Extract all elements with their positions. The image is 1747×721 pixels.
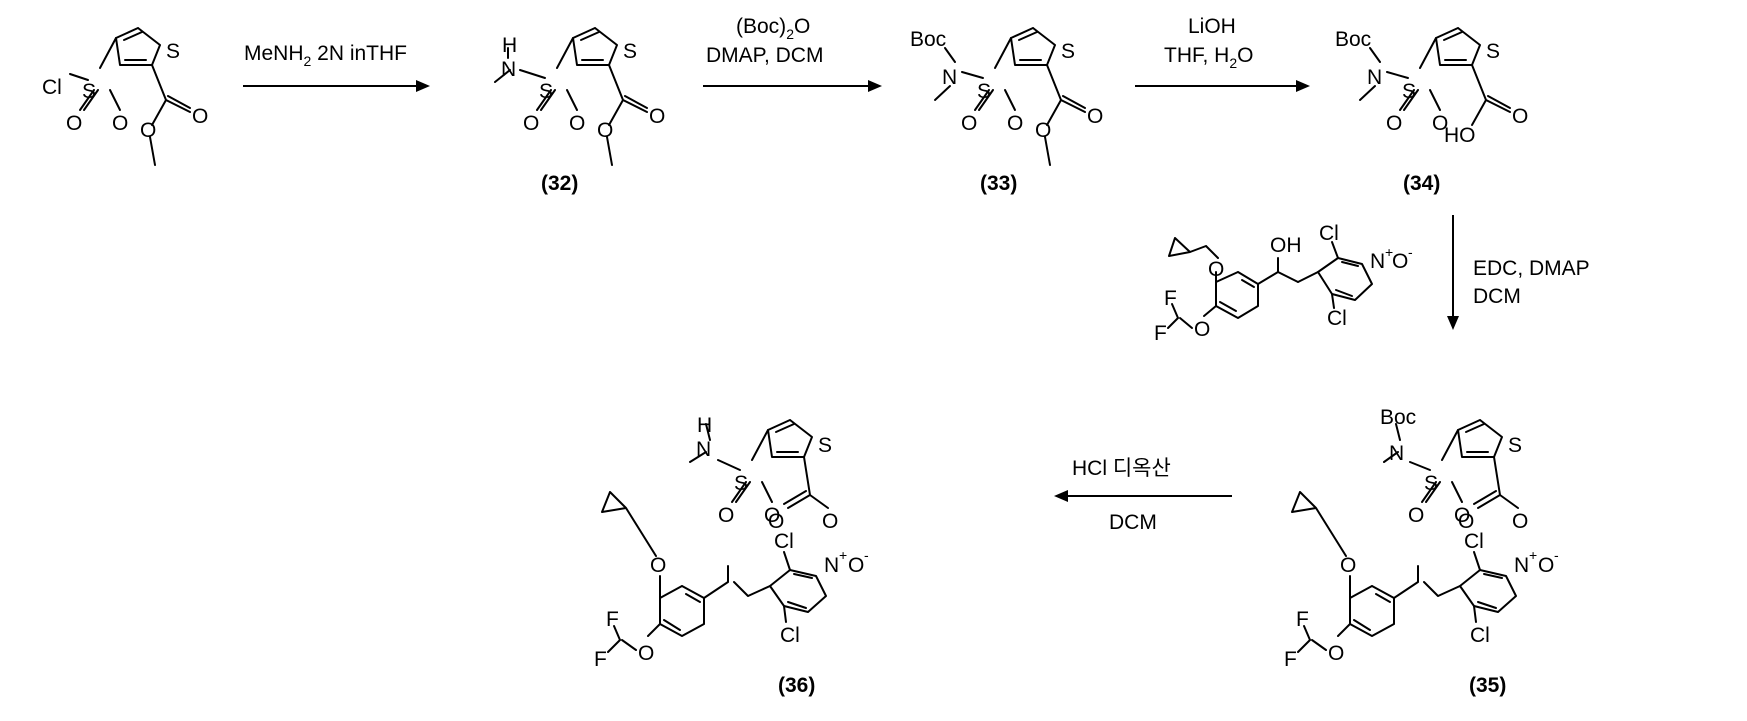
condition-step3-line1: LiOH — [1188, 15, 1236, 38]
condition-step1: MeNH2 2N inTHF — [244, 42, 407, 69]
compound-35-structure: S S N Boc O O O O Cl N + O - Cl O O F F … — [1284, 406, 1559, 697]
condition-step3-line2: THF, H2O — [1164, 44, 1253, 71]
compound-label-32: (32) — [541, 172, 578, 195]
atom-O: O — [597, 119, 613, 142]
atom-S: S — [1402, 80, 1416, 103]
compound-33-structure: S S N Boc O O O O (33) — [910, 28, 1103, 195]
atom-N: N — [1370, 250, 1385, 273]
atom-F: F — [594, 648, 607, 671]
reaction-arrow-3: LiOH THF, H2O — [1135, 15, 1310, 92]
atom-N: N — [696, 438, 711, 461]
atom-Cl: Cl — [774, 530, 794, 553]
atom-S: S — [1061, 40, 1075, 63]
atom-F: F — [1284, 648, 1297, 671]
atom-OH: OH — [1270, 234, 1302, 257]
atom-S: S — [977, 80, 991, 103]
atom-N: N — [824, 554, 839, 577]
atom-Boc: Boc — [1380, 406, 1416, 429]
atom-O: O — [140, 119, 156, 142]
condition-step2-line1: (Boc)2O — [736, 15, 810, 42]
atom-O: O — [192, 105, 208, 128]
condition-step5-line1: HCl 디옥산 — [1072, 457, 1171, 480]
reaction-arrow-4: EDC, DMAP DCM — [1447, 215, 1590, 330]
compound-label-34: (34) — [1403, 172, 1440, 195]
atom-Cl: Cl — [1464, 530, 1484, 553]
atom-S: S — [82, 80, 96, 103]
atom-O: O — [1408, 504, 1424, 527]
atom-O: O — [961, 112, 977, 135]
atom-O: O — [66, 112, 82, 135]
atom-F: F — [1296, 608, 1309, 631]
atom-N: N — [1389, 442, 1404, 465]
atom-S: S — [1508, 434, 1522, 457]
atom-S: S — [539, 80, 553, 103]
atom-Cl: Cl — [1327, 307, 1347, 330]
compound-label-36: (36) — [778, 674, 815, 697]
atom-O: O — [1087, 105, 1103, 128]
atom-O: O — [1538, 554, 1554, 577]
condition-step2-line2: DMAP, DCM — [706, 44, 823, 67]
condition-step5-line2: DCM — [1109, 511, 1157, 534]
alcohol-reagent-structure: OH Cl N + O - Cl O O F F — [1154, 222, 1413, 345]
atom-O: O — [848, 554, 864, 577]
atom-F: F — [1154, 322, 1167, 345]
atom-O: O — [1392, 250, 1408, 273]
atom-O: O — [1007, 112, 1023, 135]
charge-plus: + — [1529, 547, 1537, 563]
atom-S: S — [1486, 40, 1500, 63]
starting-material-structure: S S Cl O O O O — [42, 28, 208, 165]
atom-Boc: Boc — [1335, 28, 1371, 51]
compound-label-33: (33) — [980, 172, 1017, 195]
atom-O: O — [718, 504, 734, 527]
atom-O: O — [822, 510, 838, 533]
charge-minus: - — [1408, 244, 1413, 260]
charge-plus: + — [839, 547, 847, 563]
atom-O: O — [1512, 510, 1528, 533]
reaction-arrow-5: HCl 디옥산 DCM — [1054, 457, 1232, 534]
atom-O: O — [1208, 258, 1224, 281]
atom-Cl: Cl — [42, 76, 62, 99]
atom-N: N — [1367, 66, 1382, 89]
compound-34-structure: S S N Boc O O O HO (34) — [1335, 28, 1528, 195]
atom-S: S — [166, 40, 180, 63]
atom-O: O — [1386, 112, 1402, 135]
reaction-arrow-1: MeNH2 2N inTHF — [243, 42, 430, 92]
atom-N: N — [501, 58, 516, 81]
atom-O: O — [112, 112, 128, 135]
atom-S: S — [1424, 472, 1438, 495]
atom-S: S — [623, 40, 637, 63]
atom-F: F — [606, 608, 619, 631]
atom-H: H — [502, 34, 517, 57]
charge-minus: - — [864, 547, 869, 563]
atom-O: O — [650, 554, 666, 577]
atom-O: O — [1512, 105, 1528, 128]
reaction-arrow-2: (Boc)2O DMAP, DCM — [703, 15, 882, 92]
atom-Cl: Cl — [780, 624, 800, 647]
condition-step4-line2: DCM — [1473, 285, 1521, 308]
atom-Cl: Cl — [1319, 222, 1339, 245]
atom-F: F — [1164, 287, 1177, 310]
compound-label-35: (35) — [1469, 674, 1506, 697]
atom-N: N — [942, 66, 957, 89]
atom-O: O — [523, 112, 539, 135]
condition-step4-line1: EDC, DMAP — [1473, 257, 1590, 280]
atom-Cl: Cl — [1470, 624, 1490, 647]
atom-H: H — [697, 414, 712, 437]
atom-S: S — [818, 434, 832, 457]
atom-O: O — [638, 642, 654, 665]
atom-O: O — [649, 105, 665, 128]
atom-O: O — [1340, 554, 1356, 577]
atom-O: O — [1328, 642, 1344, 665]
atom-O: O — [1194, 318, 1210, 341]
atom-O: O — [569, 112, 585, 135]
compound-32-structure: S S N H O O O O (32) — [495, 28, 665, 195]
atom-N: N — [1514, 554, 1529, 577]
compound-36-structure: S S N H O O O O Cl N + O - Cl O O F F (3… — [594, 414, 869, 697]
charge-minus: - — [1554, 547, 1559, 563]
atom-HO: HO — [1444, 124, 1476, 147]
atom-S: S — [734, 472, 748, 495]
atom-O: O — [1035, 119, 1051, 142]
atom-Boc: Boc — [910, 28, 946, 51]
